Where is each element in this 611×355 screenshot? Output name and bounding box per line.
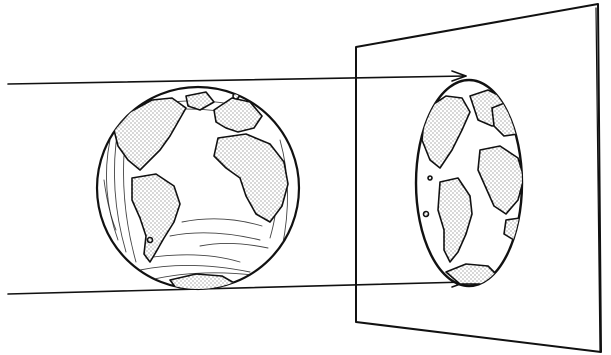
ellipse-australia: [504, 218, 524, 240]
ellipse-island-1: [424, 212, 429, 217]
projection-ray-top: [8, 71, 466, 84]
globe: [97, 87, 299, 292]
globe-island-2: [148, 238, 153, 243]
projected-ellipse-map: [416, 80, 524, 286]
ellipse-island-2: [428, 176, 432, 180]
